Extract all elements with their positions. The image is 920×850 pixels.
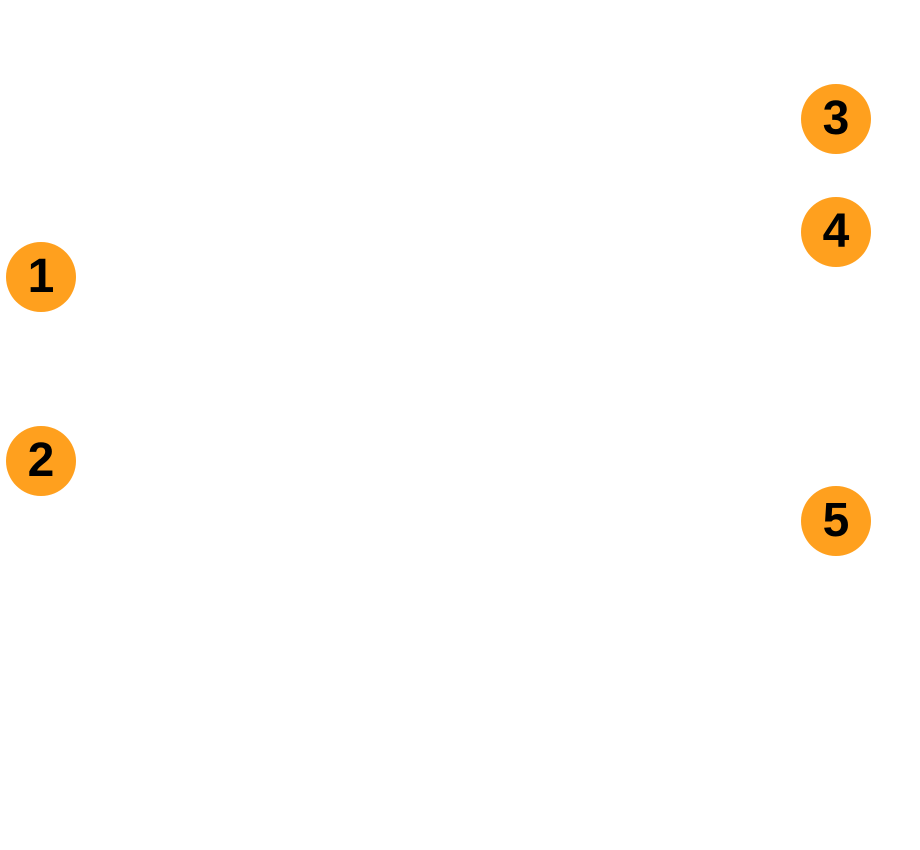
callout-marker-2: 2 (6, 426, 76, 496)
callout-marker-5: 5 (801, 486, 871, 556)
callout-marker-1: 1 (6, 242, 76, 312)
callout-marker-4: 4 (801, 197, 871, 267)
callout-marker-3: 3 (801, 84, 871, 154)
